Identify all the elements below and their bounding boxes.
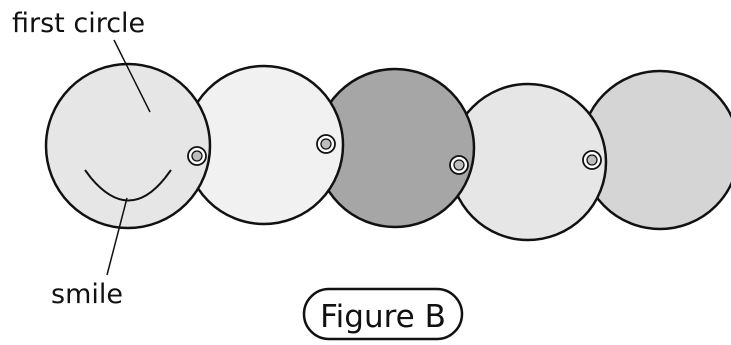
eye-dot-3: [449, 155, 469, 175]
figure-caption-box: [302, 287, 464, 341]
smile-tick-left: [84, 169, 92, 179]
figure-caption: Figure B: [320, 299, 446, 335]
eye-dot-2: [316, 134, 336, 154]
smile-curve: [90, 177, 166, 202]
smile-label: smile: [51, 279, 123, 310]
eye-dot-1: [187, 146, 207, 166]
circle-1-first: [44, 62, 212, 230]
smile-tick-right: [164, 169, 172, 179]
smile-leader-line: [106, 197, 128, 276]
eye-dot-4: [582, 150, 602, 170]
first-circle-leader-line: [113, 39, 151, 113]
first-circle-label: first circle: [12, 8, 145, 39]
